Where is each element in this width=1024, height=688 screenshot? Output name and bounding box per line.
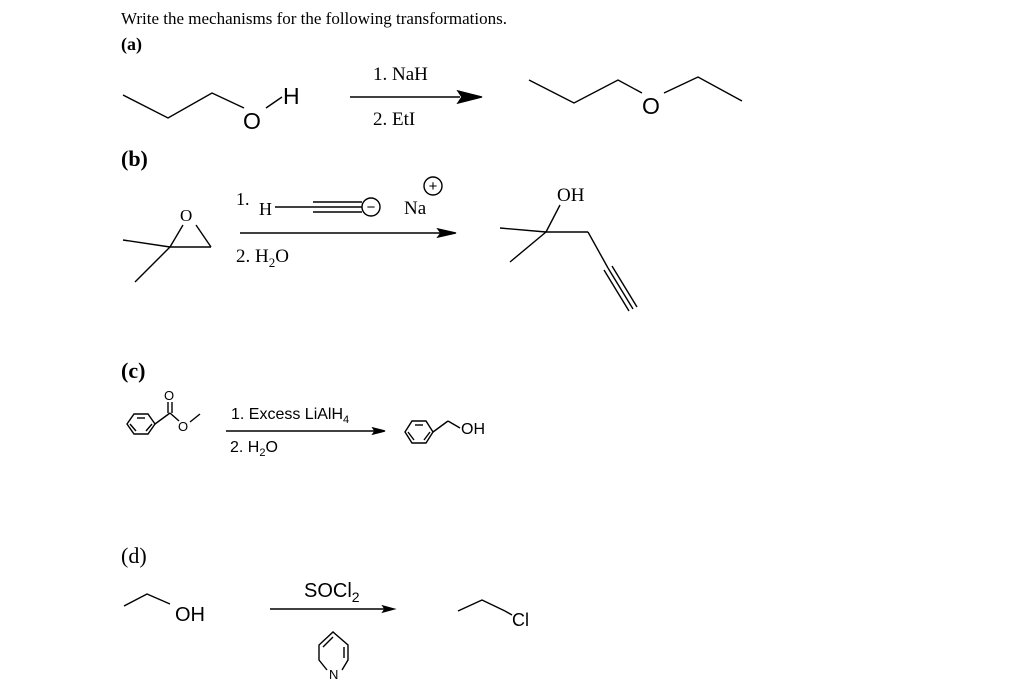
reaction-arrow-d: SOCl2 N <box>270 580 397 682</box>
product-alkyne-3 <box>611 265 638 308</box>
alcohol-ring-inner-2 <box>407 431 415 441</box>
ether-propyl-chain <box>528 79 643 104</box>
ester-benzene-ring <box>126 413 156 435</box>
alkynol-product-structure: OH <box>499 185 638 312</box>
part-a-label: (a) <box>121 34 142 55</box>
epoxide-ring-co-2 <box>195 224 212 248</box>
propanol-d-hydroxyl: OH <box>175 604 205 626</box>
pyridine-inner-1 <box>322 636 334 648</box>
arrow-d-head <box>381 604 397 614</box>
ethyl-propyl-ether-structure: O <box>528 76 743 119</box>
alcohol-hydroxyl: OH <box>461 421 485 438</box>
reagent-a-step2: 2. EtI <box>373 109 415 130</box>
chloropropane-chain <box>457 599 506 612</box>
ester-ring-inner-3 <box>145 423 153 432</box>
ester-methyl-bond <box>189 413 201 423</box>
alcohol-ring-inner-3 <box>423 431 431 441</box>
ester-carbonyl-oxygen: O <box>164 388 174 403</box>
reaction-arrow-a: 1. NaH 2. EtI <box>350 64 483 130</box>
product-c-oh-bond <box>545 204 561 233</box>
part-d-label: (d) <box>121 543 147 568</box>
part-c-label: (c) <box>121 358 145 383</box>
product-methyl-1 <box>499 227 547 233</box>
propanol-hydrogen: H <box>283 83 300 109</box>
part-b-label: (b) <box>121 146 148 171</box>
ester-ether-oxygen: O <box>178 419 188 434</box>
reagent-c-step2: 2. H2O <box>230 439 278 459</box>
minus-charge-circle <box>361 197 381 217</box>
arrow-c-head <box>371 426 386 436</box>
pyridine-structure: N <box>318 631 349 682</box>
reaction-arrow-c: 1. Excess LiAlH4 2. H2O <box>226 406 386 459</box>
epoxide-methyl-2 <box>134 246 171 283</box>
minus-charge-sign: − <box>367 199 376 216</box>
product-methyl-2 <box>509 231 547 263</box>
propanol-d-structure: OH <box>123 593 205 626</box>
question-text: Write the mechanisms for the following t… <box>121 9 507 28</box>
reagent-b-step2: 2. H2O <box>236 246 289 270</box>
propanol-oxygen: O <box>243 108 261 134</box>
oh-bond <box>265 96 283 109</box>
chloropropane-structure: Cl <box>457 599 529 630</box>
product-hydroxyl: OH <box>557 185 585 206</box>
arrow-a-head <box>456 89 483 105</box>
alcohol-c-o-bond <box>447 420 461 429</box>
ester-ring-carbonyl-bond <box>154 412 171 425</box>
epoxide-oxygen: O <box>180 206 192 225</box>
methyl-benzoate-structure: O O <box>126 388 201 435</box>
ester-ring-inner-2 <box>129 423 137 432</box>
plus-charge-circle <box>423 176 443 196</box>
reagent-b-step1-number: 1. <box>236 189 250 209</box>
benzyl-alcohol-structure: OH <box>404 420 485 444</box>
reagent-c-step1: 1. Excess LiAlH4 <box>231 406 349 426</box>
product-alkyne-2 <box>607 267 634 310</box>
epoxide-methyl-1 <box>122 239 171 248</box>
propanol-d-chain <box>123 593 171 607</box>
pyridine-ring <box>318 631 349 671</box>
chlorine-atom: Cl <box>512 610 529 630</box>
pyridine-nitrogen: N <box>329 667 338 682</box>
sodium-cation: Na <box>404 198 427 219</box>
alcohol-ch2-bond <box>432 420 449 433</box>
epoxide-ring-co-1 <box>169 224 184 248</box>
reaction-arrow-b: 1. H − Na + 2. H2O <box>236 176 457 270</box>
propanol-structure: O H <box>122 83 300 134</box>
reagent-d-thionyl-chloride: SOCl2 <box>304 580 360 605</box>
ether-ethyl-chain <box>663 76 743 102</box>
reagent-a-step1: 1. NaH <box>373 64 428 85</box>
ester-c-o-bond <box>169 412 180 422</box>
c-cl-bond <box>504 610 513 616</box>
epoxide-structure: O <box>122 206 212 283</box>
ether-oxygen: O <box>642 93 660 119</box>
propanol-chain <box>122 92 245 119</box>
arrow-b-head <box>436 227 457 239</box>
product-propargyl-bond <box>587 231 609 269</box>
product-alkyne-1 <box>603 269 630 312</box>
acetylide-hydrogen: H <box>259 199 272 219</box>
plus-charge-sign: + <box>429 178 438 195</box>
